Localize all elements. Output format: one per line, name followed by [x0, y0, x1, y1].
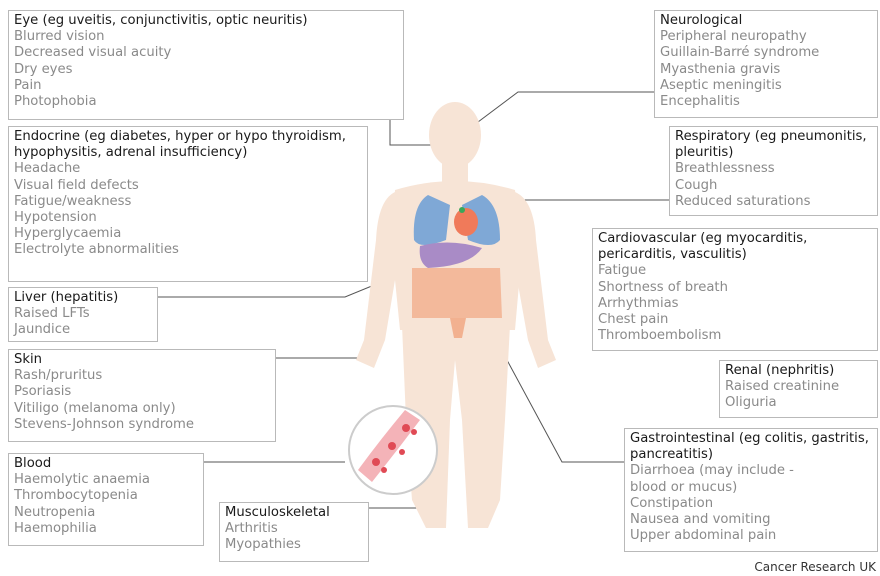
gi-item: Constipation	[630, 496, 873, 512]
eye-item: Photophobia	[14, 94, 399, 110]
eye-box: Eye (eg uveitis, conjunctivitis, optic n…	[8, 10, 404, 120]
liver-box: Liver (hepatitis) Raised LFTs Jaundice	[8, 287, 158, 342]
gi-item: Nausea and vomiting	[630, 512, 873, 528]
blood-item: Haemophilia	[14, 521, 199, 537]
renal-box: Renal (nephritis) Raised creatinine Olig…	[719, 360, 878, 418]
cardio-item: Chest pain	[598, 312, 873, 328]
eye-item: Pain	[14, 78, 399, 94]
liver-item: Raised LFTs	[14, 306, 153, 322]
resp-item: Reduced saturations	[675, 194, 873, 210]
blood-box: Blood Haemolytic anaemia Thrombocytopeni…	[8, 453, 204, 546]
musculo-box: Musculoskeletal Arthritis Myopathies	[219, 502, 369, 562]
neuro-title: Neurological	[660, 13, 873, 29]
neuro-item: Encephalitis	[660, 94, 873, 110]
skin-item: Stevens-Johnson syndrome	[14, 417, 271, 433]
cardio-item: Shortness of breath	[598, 280, 873, 296]
gi-box: Gastrointestinal (eg colitis, gastritis,…	[624, 428, 878, 552]
neuro-item: Guillain-Barré syndrome	[660, 45, 873, 61]
endocrine-item: Headache	[14, 161, 363, 177]
cardio-box: Cardiovascular (eg myocarditis, pericard…	[592, 228, 878, 351]
gi-item: blood or mucus)	[630, 480, 873, 496]
credit-text: Cancer Research UK	[754, 560, 876, 574]
neuro-item: Myasthenia gravis	[660, 62, 873, 78]
eye-item: Blurred vision	[14, 29, 399, 45]
musculo-item: Myopathies	[225, 537, 364, 553]
musculo-title: Musculoskeletal	[225, 505, 364, 521]
blood-item: Neutropenia	[14, 505, 199, 521]
skin-box: Skin Rash/pruritus Psoriasis Vitiligo (m…	[8, 349, 276, 442]
neuro-item: Peripheral neuropathy	[660, 29, 873, 45]
cardio-item: Thromboembolism	[598, 328, 873, 344]
cardio-item: Fatigue	[598, 263, 873, 279]
liver-item: Jaundice	[14, 322, 153, 338]
gi-item: Upper abdominal pain	[630, 528, 873, 544]
neuro-box: Neurological Peripheral neuropathy Guill…	[654, 10, 878, 118]
blood-vessel-magnifier	[349, 406, 437, 494]
skin-item: Psoriasis	[14, 384, 271, 400]
endocrine-item: Electrolyte abnormalities	[14, 242, 363, 258]
liver-title: Liver (hepatitis)	[14, 290, 153, 306]
renal-item: Raised creatinine	[725, 379, 873, 395]
skin-title: Skin	[14, 352, 271, 368]
musculo-item: Arthritis	[225, 521, 364, 537]
resp-item: Cough	[675, 178, 873, 194]
renal-title: Renal (nephritis)	[725, 363, 873, 379]
renal-item: Oliguria	[725, 395, 873, 411]
endocrine-item: Fatigue/weakness	[14, 194, 363, 210]
endocrine-title: Endocrine (eg diabetes, hyper or hypo th…	[14, 129, 363, 161]
endocrine-item: Hyperglycaemia	[14, 226, 363, 242]
cardio-title: Cardiovascular (eg myocarditis, pericard…	[598, 231, 873, 263]
blood-item: Haemolytic anaemia	[14, 472, 199, 488]
blood-title: Blood	[14, 456, 199, 472]
endocrine-box: Endocrine (eg diabetes, hyper or hypo th…	[8, 126, 368, 282]
neuro-connector	[470, 92, 654, 128]
blood-item: Thrombocytopenia	[14, 488, 199, 504]
eye-title: Eye (eg uveitis, conjunctivitis, optic n…	[14, 13, 399, 29]
gi-item: Diarrhoea (may include -	[630, 463, 873, 479]
eye-item: Dry eyes	[14, 62, 399, 78]
cardio-item: Arrhythmias	[598, 296, 873, 312]
gi-title: Gastrointestinal (eg colitis, gastritis,…	[630, 431, 873, 463]
endocrine-item: Hypotension	[14, 210, 363, 226]
resp-item: Breathlessness	[675, 161, 873, 177]
eye-item: Decreased visual acuity	[14, 45, 399, 61]
skin-item: Vitiligo (melanoma only)	[14, 401, 271, 417]
endocrine-item: Visual field defects	[14, 178, 363, 194]
neuro-item: Aseptic meningitis	[660, 78, 873, 94]
resp-title: Respiratory (eg pneumonitis, pleuritis)	[675, 129, 873, 161]
skin-item: Rash/pruritus	[14, 368, 271, 384]
resp-box: Respiratory (eg pneumonitis, pleuritis) …	[669, 126, 878, 216]
